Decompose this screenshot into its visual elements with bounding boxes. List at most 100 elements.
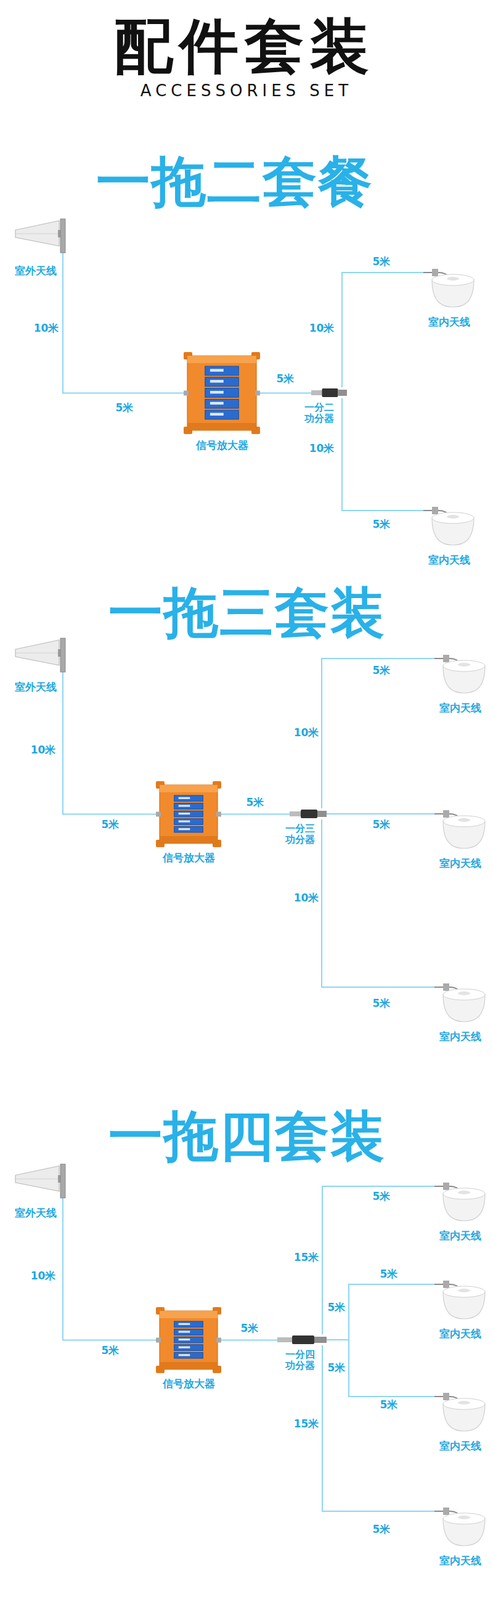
coax-cable bbox=[62, 252, 184, 394]
cable-length: 5米 bbox=[114, 401, 135, 415]
section-heading: 一拖四套装 bbox=[108, 1104, 386, 1167]
part-name: 信号放大器 bbox=[195, 439, 249, 452]
antenna-connector bbox=[431, 506, 439, 514]
rf-port bbox=[216, 811, 222, 817]
coax-cable bbox=[342, 272, 424, 388]
module-plate bbox=[178, 1353, 191, 1356]
antenna-mast bbox=[60, 1163, 66, 1198]
dome-rim bbox=[443, 660, 485, 672]
dome-rim bbox=[443, 1187, 485, 1199]
indoor-antenna: 室内天线 bbox=[434, 979, 487, 1024]
part-illustration bbox=[434, 1388, 487, 1433]
part-illustration bbox=[434, 979, 487, 1024]
housing-band bbox=[159, 1310, 218, 1318]
indoor-antenna: 室内天线 bbox=[434, 1276, 487, 1321]
part-name: 室内天线 bbox=[439, 857, 482, 870]
part-illustration bbox=[434, 650, 487, 696]
cable-length: 5米 bbox=[371, 818, 392, 831]
housing-band bbox=[187, 355, 257, 363]
section-heading: 一拖二套餐 bbox=[96, 150, 374, 213]
antenna-seam bbox=[15, 652, 60, 654]
splitter-port bbox=[338, 389, 348, 396]
cable-length: 5米 bbox=[371, 255, 392, 269]
band-module bbox=[174, 1320, 204, 1327]
band-module bbox=[174, 794, 204, 802]
indoor-antenna: 室内天线 bbox=[434, 1388, 487, 1433]
dome-boss bbox=[457, 817, 471, 822]
indoor-antenna: 室内天线 bbox=[434, 650, 487, 696]
part-name: 室内天线 bbox=[439, 1439, 482, 1452]
dome-rim bbox=[443, 988, 485, 1000]
rf-port bbox=[255, 390, 261, 396]
part-name: 一分三 功分器 bbox=[284, 822, 317, 846]
cable-length: 5米 bbox=[239, 1321, 261, 1335]
splitter-port bbox=[314, 1336, 327, 1343]
dome-boss bbox=[457, 1287, 471, 1292]
signal-amplifier: 信号放大器 bbox=[183, 351, 261, 434]
band-module bbox=[174, 1351, 204, 1358]
cable-length: 5米 bbox=[371, 518, 392, 531]
band-module bbox=[205, 377, 240, 387]
cable-length: 5米 bbox=[371, 664, 392, 677]
coax-cable bbox=[321, 818, 435, 987]
module-plate bbox=[210, 390, 224, 394]
part-illustration bbox=[13, 218, 68, 253]
band-module bbox=[205, 388, 240, 398]
cable-length: 10米 bbox=[292, 726, 321, 739]
part-name: 室内天线 bbox=[439, 1554, 482, 1567]
antenna-connector bbox=[431, 268, 439, 277]
dome-boss bbox=[446, 276, 460, 281]
coax-cable bbox=[62, 1197, 156, 1340]
coax-cable bbox=[326, 1283, 435, 1340]
part-illustration bbox=[434, 806, 487, 851]
cable-length: 5米 bbox=[326, 1361, 347, 1374]
band-module bbox=[174, 825, 204, 832]
subtitle: ACCESSORIES SET bbox=[140, 81, 353, 101]
band-module bbox=[174, 1328, 204, 1335]
splitter-port bbox=[277, 1336, 293, 1342]
dome-rim bbox=[443, 1397, 485, 1409]
coax-cable bbox=[322, 1344, 435, 1511]
dome-rim bbox=[443, 815, 485, 827]
coax-cable bbox=[321, 658, 435, 808]
cable-length: 5米 bbox=[100, 1344, 121, 1357]
band-module bbox=[205, 398, 240, 408]
part-illustration bbox=[423, 502, 476, 548]
coax-cable bbox=[326, 1339, 435, 1396]
cable-length: 5米 bbox=[326, 1300, 347, 1314]
coax-cable bbox=[260, 392, 312, 394]
coax-cable bbox=[221, 813, 290, 815]
module-plate bbox=[178, 804, 191, 807]
module-plate bbox=[178, 1345, 191, 1348]
splitter-body bbox=[292, 1334, 315, 1344]
module-plate bbox=[178, 827, 191, 830]
module-plate bbox=[178, 1322, 191, 1325]
module-plate bbox=[178, 796, 191, 799]
cable-length: 10米 bbox=[292, 891, 321, 905]
splitter-port bbox=[317, 810, 327, 817]
cable-length: 5米 bbox=[371, 997, 392, 1010]
housing-band bbox=[159, 835, 218, 844]
signal-amplifier: 信号放大器 bbox=[155, 780, 222, 847]
dome-rim bbox=[431, 512, 474, 524]
antenna-connector bbox=[443, 1181, 450, 1190]
rf-port bbox=[155, 811, 161, 817]
cable-length: 15米 bbox=[292, 1417, 321, 1430]
antenna-reflector bbox=[15, 220, 60, 246]
cable-length: 15米 bbox=[292, 1250, 321, 1264]
cable-length: 5米 bbox=[371, 1522, 392, 1536]
dome-boss bbox=[457, 662, 471, 667]
part-name: 室内天线 bbox=[439, 1030, 482, 1043]
part-name: 室外天线 bbox=[14, 1206, 57, 1219]
amplifier-housing bbox=[187, 355, 257, 431]
part-illustration bbox=[311, 387, 347, 399]
dome-boss bbox=[457, 1400, 471, 1404]
cable-length: 5米 bbox=[378, 1398, 400, 1411]
cable-length: 10米 bbox=[29, 1269, 58, 1282]
band-module bbox=[205, 366, 240, 376]
outdoor-antenna: 室外天线 bbox=[13, 218, 68, 253]
module-plate bbox=[210, 412, 224, 416]
power-splitter: 一分四 功分器 bbox=[277, 1333, 327, 1345]
splitter-body bbox=[300, 809, 318, 818]
